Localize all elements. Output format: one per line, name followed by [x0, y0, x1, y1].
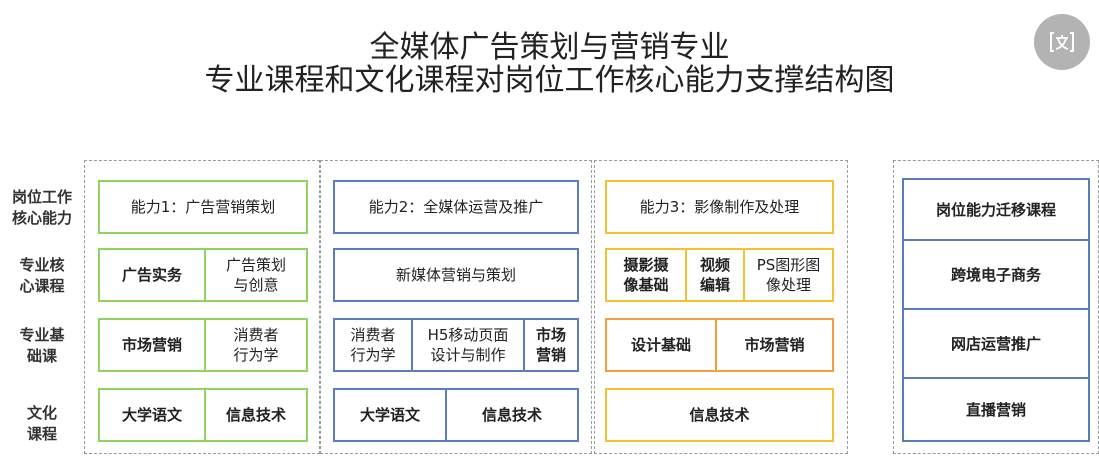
course-box: 广告策划与创意: [204, 250, 306, 300]
course-label-line1: 广告策划: [225, 256, 286, 274]
course-box: 消费者行为学: [335, 320, 411, 370]
row-label-core-line2: 心课程: [19, 277, 65, 295]
course-box: 设计基础: [607, 320, 715, 370]
course-box: 视频编辑: [685, 250, 743, 300]
course-label-line2: 行为学: [350, 346, 396, 364]
ability3-core-courses: 摄影摄像基础 视频编辑 PS图形图像处理: [605, 248, 834, 302]
row-label-basic-line1: 专业基: [19, 326, 65, 344]
course-label: 信息技术: [225, 406, 286, 424]
course-box: 消费者行为学: [204, 320, 306, 370]
row-label-ability: 岗位工作核心能力: [0, 186, 84, 230]
course-box: 摄影摄像基础: [607, 250, 685, 300]
translate-icon: [1050, 32, 1074, 52]
translate-button[interactable]: [1034, 14, 1090, 70]
course-box: H5移动页面设计与制作: [411, 320, 523, 370]
course-label: 设计基础: [630, 336, 691, 354]
course-label: 大学语文: [121, 406, 182, 424]
ability2-core-course: 新媒体营销与策划: [333, 248, 579, 302]
course-label-line2: 与创意: [233, 276, 279, 294]
ability1-panel: [84, 160, 320, 454]
ability2-panel: [320, 160, 592, 454]
ability2-culture-courses: 大学语文 信息技术: [333, 388, 579, 442]
course-label: 市场营销: [121, 336, 182, 354]
course-label-line1: 消费者: [350, 326, 396, 344]
course-box: 信息技术: [204, 390, 306, 440]
course-label-line1: 摄影摄: [623, 256, 669, 274]
course-label-line2: 营销: [535, 346, 566, 364]
course-label-line1: PS图形图: [756, 256, 821, 274]
course-label-line2: 设计与制作: [430, 346, 506, 364]
row-label-culture-line1: 文化: [26, 404, 57, 422]
course-label-line2: 像处理: [765, 276, 811, 294]
course-label-line1: 消费者: [233, 326, 279, 344]
row-label-ability-line2: 核心能力: [11, 209, 72, 227]
course-label-line1: H5移动页面: [427, 326, 509, 344]
migration-course: 网店运营推广: [902, 308, 1090, 379]
row-label-ability-line1: 岗位工作: [11, 188, 72, 206]
course-label: 大学语文: [359, 406, 420, 424]
diagram-title-line2: 专业课程和文化课程对岗位工作核心能力支撑结构图: [204, 63, 895, 98]
ability3-basic-courses: 设计基础 市场营销: [605, 318, 834, 372]
row-label-culture-line2: 课程: [26, 425, 57, 443]
course-label-line2: 行为学: [233, 346, 279, 364]
ability1-core-courses: 广告实务 广告策划与创意: [98, 248, 308, 302]
course-label-line1: 市场: [535, 326, 566, 344]
course-box: 市场营销: [523, 320, 577, 370]
ability3-header: 能力3：影像制作及处理: [605, 180, 834, 234]
course-box: 大学语文: [100, 390, 204, 440]
row-label-basic: 专业基础课: [0, 324, 84, 368]
course-label: 信息技术: [481, 406, 542, 424]
row-label-culture: 文化课程: [0, 402, 84, 446]
ability1-culture-courses: 大学语文 信息技术: [98, 388, 308, 442]
ability2-basic-courses: 消费者行为学 H5移动页面设计与制作 市场营销: [333, 318, 579, 372]
ability3-culture-course: 信息技术: [605, 388, 834, 442]
course-box: 大学语文: [335, 390, 445, 440]
course-label-line1: 视频: [699, 256, 730, 274]
course-label: 市场营销: [744, 336, 805, 354]
ability3-panel: [594, 160, 848, 454]
course-label: 广告实务: [121, 266, 182, 284]
course-box: PS图形图像处理: [743, 250, 832, 300]
migration-header: 岗位能力迁移课程: [902, 178, 1090, 241]
ability1-basic-courses: 市场营销 消费者行为学: [98, 318, 308, 372]
course-box: 市场营销: [715, 320, 832, 370]
migration-course: 直播营销: [902, 377, 1090, 442]
course-box: 市场营销: [100, 320, 204, 370]
ability2-header: 能力2：全媒体运营及推广: [333, 180, 579, 234]
course-box: 信息技术: [445, 390, 577, 440]
course-label-line2: 像基础: [623, 276, 669, 294]
course-box: 广告实务: [100, 250, 204, 300]
ability1-header: 能力1：广告营销策划: [98, 180, 308, 234]
row-label-core: 专业核心课程: [0, 254, 84, 298]
row-label-core-line1: 专业核: [19, 256, 65, 274]
migration-course: 跨境电子商务: [902, 239, 1090, 310]
row-label-basic-line2: 础课: [26, 347, 57, 365]
diagram-title-line1: 全媒体广告策划与营销专业: [369, 30, 730, 65]
course-label-line2: 编辑: [699, 276, 730, 294]
